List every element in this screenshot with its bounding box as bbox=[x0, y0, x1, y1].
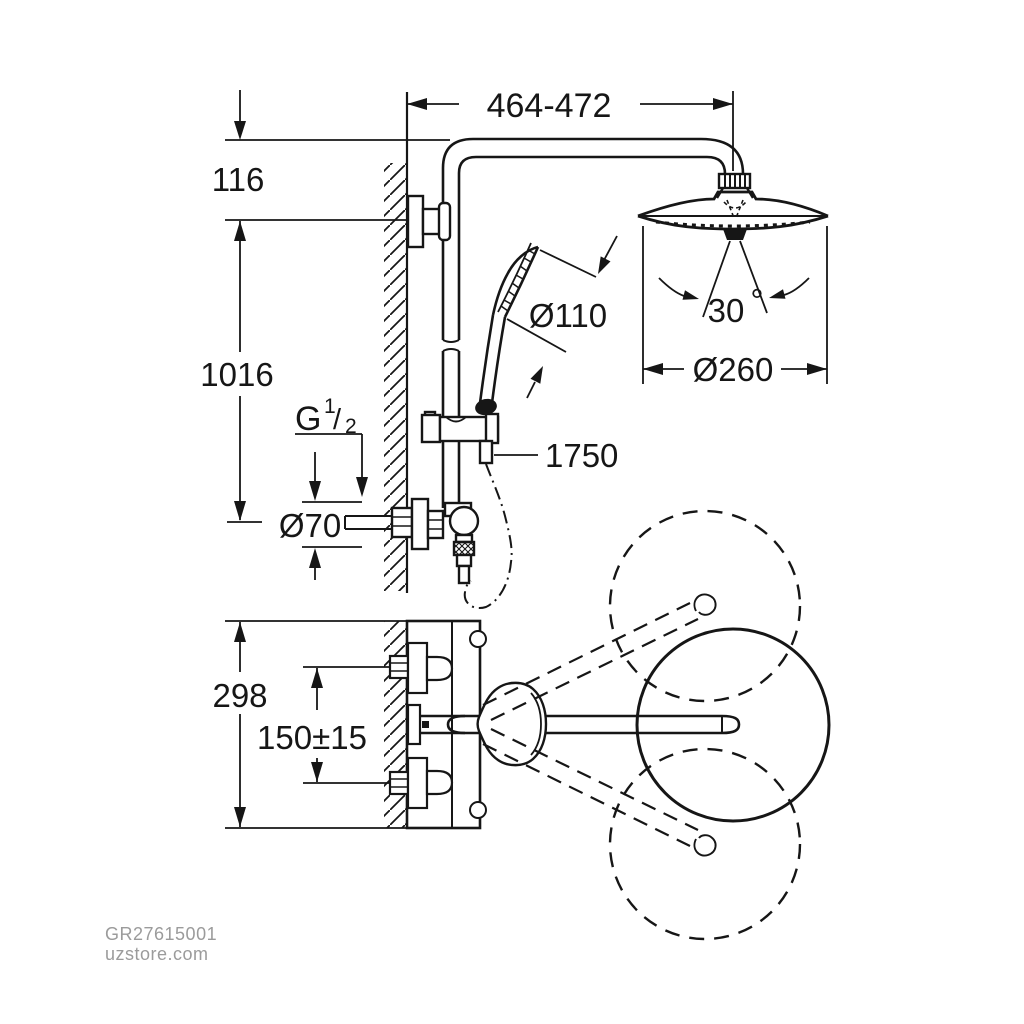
wall-section-lower bbox=[384, 621, 407, 828]
offset-116-label: 116 bbox=[212, 161, 265, 198]
swivel-angle-unit-label: ° bbox=[750, 282, 763, 319]
dimensions bbox=[225, 90, 828, 827]
dimension-1016 bbox=[227, 221, 262, 523]
spray-cone-lines bbox=[702, 240, 768, 318]
arm-end-cap bbox=[721, 714, 741, 735]
thread-size-label: G 1 / 2 bbox=[295, 395, 357, 438]
dimension-116 bbox=[225, 90, 450, 221]
hand-shower-diameter-label: Ø110 bbox=[529, 297, 607, 334]
thread-sup: 1 bbox=[324, 395, 336, 418]
shower-rail-and-arm bbox=[441, 137, 745, 508]
dimension-valve-width bbox=[234, 622, 246, 827]
swivel-angle-value-label: 30 bbox=[708, 292, 745, 329]
head-shower-diameter-label: Ø260 bbox=[693, 351, 774, 388]
head-shower bbox=[637, 172, 829, 318]
thermostat-valve-side bbox=[344, 497, 480, 585]
valve-width-label: 298 bbox=[212, 677, 267, 714]
hand-shower-grip bbox=[475, 398, 497, 416]
dimension-head-shower bbox=[642, 226, 828, 384]
dimension-thread bbox=[295, 433, 368, 497]
supply-distance-label: 150±15 bbox=[257, 719, 367, 756]
hand-shower-holder bbox=[420, 410, 500, 465]
thread-slash: / bbox=[333, 404, 342, 436]
escutcheon-diameter-label: Ø70 bbox=[279, 507, 341, 544]
thermostat-valve-top bbox=[388, 619, 487, 830]
top-width-label: 464-472 bbox=[487, 87, 612, 125]
swivel-range bbox=[482, 509, 831, 941]
hose-outlet-stub bbox=[478, 439, 494, 465]
hand-shower bbox=[475, 242, 540, 416]
dimension-swivel-angle bbox=[658, 277, 810, 300]
hose-length-label: 1750 bbox=[545, 437, 618, 474]
swivel-position-down-circle bbox=[608, 747, 802, 941]
head-shower-top-view-circle bbox=[635, 627, 831, 823]
swivel-position-up-circle bbox=[608, 509, 802, 703]
wall-bracket bbox=[406, 194, 452, 249]
top-view bbox=[225, 509, 831, 941]
dimension-hand-shower bbox=[506, 235, 618, 399]
thread-g: G bbox=[295, 400, 321, 438]
dimension-supply-distance bbox=[303, 666, 390, 784]
watermark: GR27615001 uzstore.com bbox=[105, 924, 217, 964]
dimension-escutcheon bbox=[302, 452, 362, 580]
thread-sub: 2 bbox=[345, 415, 357, 438]
dimension-top-width bbox=[407, 91, 734, 171]
shower-hose bbox=[463, 463, 513, 609]
watermark-code: GR27615001 bbox=[105, 924, 217, 944]
watermark-site: uzstore.com bbox=[105, 944, 209, 964]
shower-arm-top-view bbox=[420, 714, 722, 735]
height-1016-label: 1016 bbox=[200, 356, 273, 393]
head-shower-connector-icon bbox=[715, 172, 755, 199]
hand-shower-top-view bbox=[476, 681, 548, 767]
